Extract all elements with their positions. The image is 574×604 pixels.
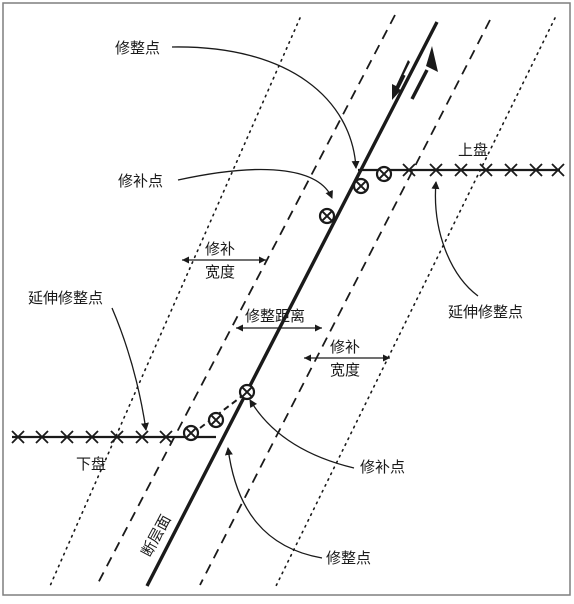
dashed-boundary-right xyxy=(199,19,491,586)
cross-marker-icon xyxy=(479,163,493,177)
width-indicator-left xyxy=(182,256,266,264)
circle-x-marker-icon xyxy=(318,207,336,225)
fault-plane-line xyxy=(145,21,439,587)
circle-x-marker-icon xyxy=(182,424,200,442)
label-width-right-1: 修补 xyxy=(330,338,360,356)
dashed-boundary-left xyxy=(96,14,396,586)
label-yanshen-left: 延伸修整点 xyxy=(28,289,103,307)
label-xiuzheng-top: 修整点 xyxy=(115,39,160,57)
cross-marker-icon xyxy=(85,430,99,444)
cross-marker-icon xyxy=(504,163,518,177)
circle-x-marker-icon xyxy=(207,411,225,429)
hanging-wall-cross-markers xyxy=(402,163,565,177)
label-distance: 修整距离 xyxy=(245,307,305,325)
label-xiapan: 下盘 xyxy=(76,455,106,473)
circle-x-marker-icon xyxy=(238,383,256,401)
label-xiubu-bottom: 修补点 xyxy=(360,458,405,476)
cross-marker-icon xyxy=(159,430,173,444)
cross-marker-icon xyxy=(11,430,25,444)
shear-arrows-icon xyxy=(392,46,438,100)
cross-marker-icon xyxy=(35,430,49,444)
cross-marker-icon xyxy=(60,430,74,444)
circle-x-marker-icon xyxy=(352,177,370,195)
leader-xiubu-top xyxy=(177,168,333,199)
cross-marker-icon xyxy=(529,163,543,177)
label-xiuzheng-bottom: 修整点 xyxy=(326,549,371,567)
cross-marker-icon xyxy=(110,430,124,444)
circle-x-marker-icon xyxy=(375,165,393,183)
cross-marker-icon xyxy=(402,163,416,177)
leader-xiubu-bottom xyxy=(249,399,355,469)
label-xiubu-top: 修补点 xyxy=(118,172,163,190)
cross-marker-icon xyxy=(135,430,149,444)
leader-yanshen-right xyxy=(431,181,479,297)
label-width-right-2: 宽度 xyxy=(330,361,360,379)
leader-xiuzheng-top xyxy=(171,46,360,169)
cross-marker-icon xyxy=(551,163,565,177)
label-fault-plane: 断层面 xyxy=(138,512,175,560)
label-yanshen-right: 延伸修整点 xyxy=(448,303,523,321)
label-width-left-2: 宽度 xyxy=(205,263,235,281)
leader-yanshen-left xyxy=(111,307,149,431)
width-indicator-right xyxy=(304,354,390,362)
dotted-boundary-left xyxy=(49,17,301,587)
distance-indicator xyxy=(236,324,322,332)
label-width-left-1: 修补 xyxy=(205,240,235,258)
repair-point-markers xyxy=(182,165,393,442)
frame-border xyxy=(2,2,571,596)
leader-xiuzheng-bottom xyxy=(224,447,323,559)
cross-marker-icon xyxy=(429,163,443,177)
dotted-boundary-right xyxy=(275,17,556,587)
cross-marker-icon xyxy=(454,163,468,177)
footwall-cross-markers xyxy=(11,430,173,444)
label-shangpan: 上盘 xyxy=(458,141,488,159)
